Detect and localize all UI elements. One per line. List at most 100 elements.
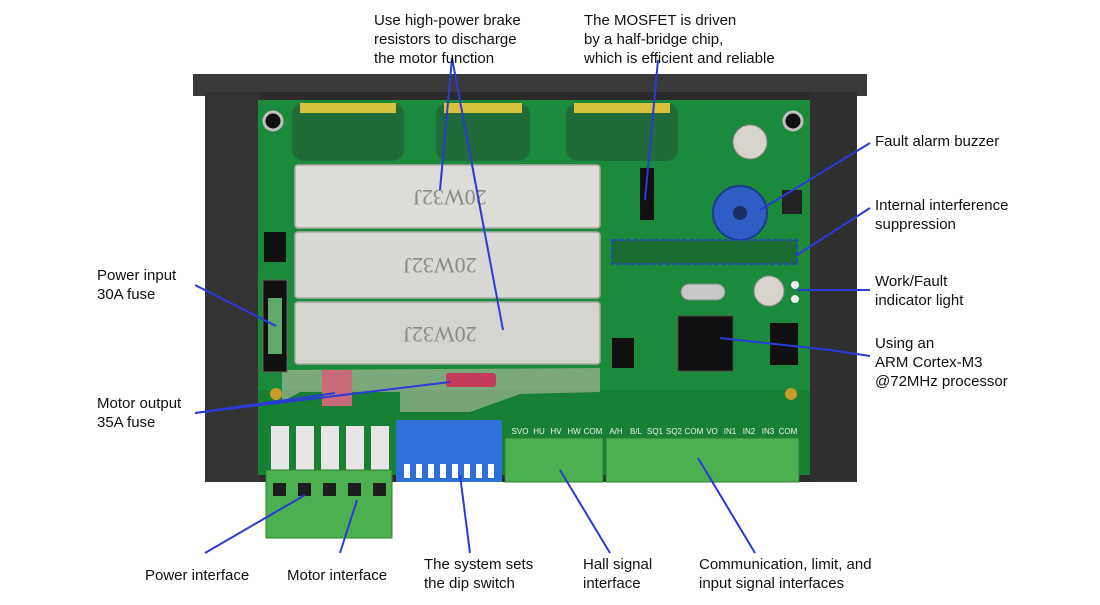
label-line: Work/Fault (875, 273, 948, 290)
dip-switch-levers (404, 464, 494, 478)
label-line: indicator light (875, 292, 964, 309)
label-line: Fault alarm buzzer (875, 133, 1000, 150)
callout-line-interference (796, 207, 871, 256)
callout-line-processor (719, 337, 871, 357)
callout-line-dip-switch (459, 474, 471, 554)
label-processor: Using an ARM Cortex-M3 @72MHz processor (875, 334, 1008, 391)
label-line: Internal interference (875, 197, 1009, 214)
hall-connector (504, 437, 604, 483)
small-capacitor-a (732, 124, 768, 160)
capacitor-2 (436, 103, 530, 161)
signal-pin-label: IN3 (762, 427, 775, 436)
dip-switch-body (396, 420, 502, 482)
hall-pin-label: HU (533, 427, 545, 436)
hall-pin-label: HW (567, 427, 581, 436)
hall-pin-label: SVO (512, 427, 529, 436)
brake-resistor-1 (294, 164, 601, 229)
label-line: the motor function (374, 50, 495, 67)
capacitor-band-3 (574, 103, 670, 113)
callout-lines (194, 57, 871, 554)
mounting-hole-top-left (262, 110, 284, 132)
callout-line-brake-a (439, 57, 453, 191)
label-line: Power input (97, 267, 177, 284)
indicator-led-work (791, 281, 799, 289)
terminal-tab (371, 426, 389, 470)
left-ic (264, 232, 286, 262)
signal-pin-label: COM (685, 427, 704, 436)
arm-processor-chip (677, 315, 734, 372)
terminal-tab (296, 426, 314, 470)
label-line: by a half-bridge chip, (584, 31, 724, 48)
label-line: Motor output (97, 395, 182, 412)
label-buzzer: Fault alarm buzzer (875, 132, 999, 151)
label-line: 30A fuse (97, 286, 156, 303)
capacitor-band-1 (300, 103, 396, 113)
label-motor-interface: Motor interface (287, 566, 387, 585)
label-line: Using an (875, 335, 935, 352)
screw-slot (348, 483, 361, 496)
label-mosfet: The MOSFET is driven by a half-bridge ch… (584, 11, 775, 68)
signal-pin-label: IN1 (724, 427, 737, 436)
mosfet-driver (640, 168, 654, 220)
enclosure-left-wall (205, 92, 260, 482)
label-interference: Internal interference suppression (875, 196, 1008, 234)
callout-line-buzzer (759, 142, 871, 211)
capacitor-1 (292, 103, 404, 161)
callout-line-motor-fuse-b (194, 381, 451, 414)
signal-pin-label: COM (779, 427, 798, 436)
label-brake-resistors: Use high-power brake resistors to discha… (374, 11, 521, 68)
mounting-hole-top-right (782, 110, 804, 132)
dip-lever (404, 464, 410, 478)
label-power-interface: Power interface (145, 566, 249, 585)
signal-pin-label: B/L (630, 427, 643, 436)
dip-lever (416, 464, 422, 478)
small-capacitor-b (753, 275, 785, 307)
callout-line-power-interface (204, 494, 306, 554)
screw-slot (323, 483, 336, 496)
dip-lever (488, 464, 494, 478)
label-line: which is efficient and reliable (584, 50, 775, 67)
brake-resistor-2 (294, 231, 601, 299)
signal-pin-label: SQ2 (666, 427, 683, 436)
label-indicator: Work/Fault indicator light (875, 272, 963, 310)
label-line: Motor interface (287, 567, 388, 584)
label-line: ARM Cortex-M3 (875, 354, 983, 371)
signal-connector (605, 437, 800, 483)
resistor-marking-3: 20W32J (403, 322, 477, 347)
callout-line-power-fuse (194, 284, 277, 327)
copper-trace-area (282, 368, 600, 412)
resistor-marking-1: 20W32J (413, 185, 487, 210)
label-line: input signal interfaces (699, 575, 845, 592)
label-motor-fuse: Motor output 35A fuse (97, 394, 181, 432)
callout-line-mosfet (644, 59, 659, 201)
dip-lever (440, 464, 446, 478)
pin-header-strip (611, 239, 798, 265)
power-motor-terminal-block (265, 469, 393, 539)
hall-pin-label: COM (584, 427, 603, 436)
crystal (680, 283, 726, 301)
terminal-tab (271, 426, 289, 470)
screw-slot (273, 483, 286, 496)
signal-pin-label: IN2 (743, 427, 756, 436)
connector-relay (322, 370, 352, 406)
dip-lever (428, 464, 434, 478)
dip-lever (476, 464, 482, 478)
power-motor-terminal-bar (271, 426, 389, 470)
resistor-marking-2: 20W32J (403, 253, 477, 278)
capacitor-band-2 (444, 103, 522, 113)
label-line: Hall signal (583, 556, 653, 573)
motor-fuse (446, 373, 496, 387)
terminal-tab (346, 426, 364, 470)
power-motor-terminal-screws (273, 483, 386, 496)
screw-slot (373, 483, 386, 496)
label-line: Use high-power brake (374, 12, 521, 29)
label-line: @72MHz processor (875, 373, 1008, 390)
screw-slot (298, 483, 311, 496)
signal-pin-label: SQ1 (647, 427, 664, 436)
small-ic (612, 338, 634, 368)
label-line: The system sets (424, 556, 534, 573)
label-line: Communication, limit, and (699, 556, 872, 573)
indicator-led-fault (791, 295, 799, 303)
